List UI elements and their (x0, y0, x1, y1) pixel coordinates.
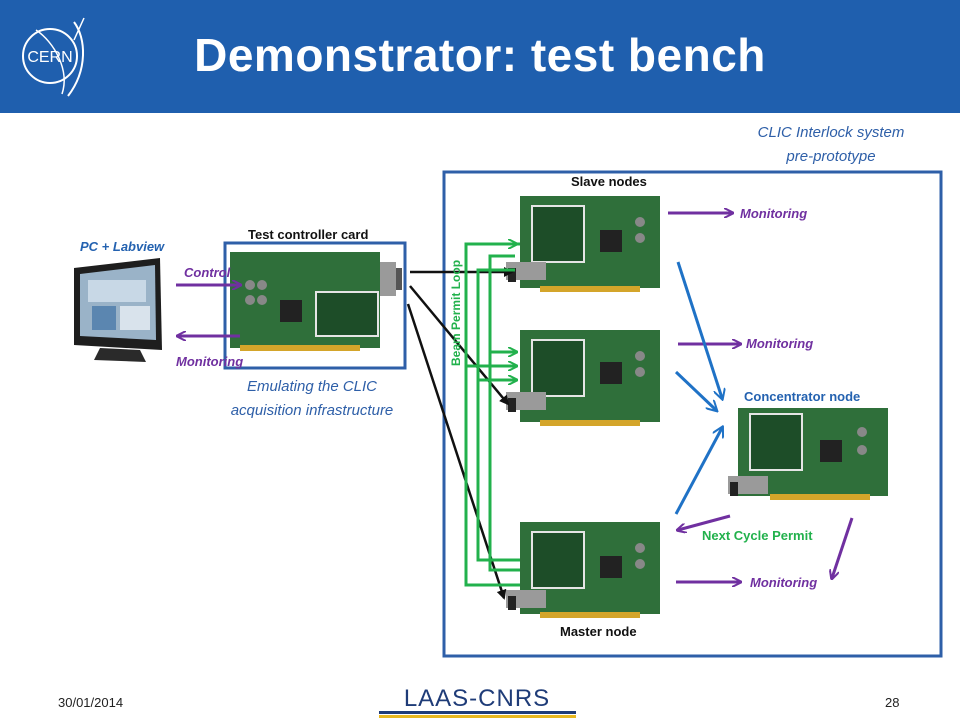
monitoring-label-3: Monitoring (750, 575, 817, 590)
slide-title: Demonstrator: test bench (194, 29, 766, 81)
page-number: 28 (885, 695, 900, 710)
slave-nodes-label: Slave nodes (571, 174, 647, 189)
interlock-caption-line-1: CLIC Interlock system (758, 124, 905, 141)
beam-permit-loop (464, 244, 520, 587)
monitoring-pc-label: Monitoring (176, 354, 243, 369)
interlock-caption-line-2: pre-prototype (785, 148, 875, 165)
slide-date: 30/01/2014 (58, 695, 124, 710)
beam-permit-loop-label: Beam Permit Loop (449, 260, 463, 366)
pc-monitor-icon (74, 258, 162, 362)
next-cycle-permit-label: Next Cycle Permit (702, 528, 813, 543)
test-controller-label: Test controller card (248, 227, 368, 242)
concentrator-node-card (728, 408, 888, 500)
slave-1-to-concentrator-arrow (676, 261, 722, 398)
emulating-caption-line-2: acquisition infrastructure (231, 402, 394, 419)
pc-label: PC + Labview (80, 239, 165, 254)
slave-node-card-1 (506, 196, 660, 292)
title-bar: CERN Demonstrator: test bench (0, 0, 960, 113)
laas-cnrs-logo-text: LAAS-CNRS (404, 685, 550, 712)
concentrator-monitoring-arrow (832, 517, 854, 578)
controller-to-master-arrow (406, 303, 507, 600)
slave-node-card-2 (506, 330, 660, 426)
test-controller-card-image (223, 241, 407, 370)
cern-logo-text: CERN (27, 49, 72, 66)
concentrator-node-label: Concentrator node (744, 389, 860, 404)
monitoring-label-1: Monitoring (740, 206, 807, 221)
next-cycle-arrow (678, 514, 731, 530)
control-label: Control (184, 265, 231, 280)
laas-cnrs-logo: LAAS-CNRS (379, 685, 576, 718)
cern-logo: CERN (22, 17, 85, 97)
monitoring-label-2: Monitoring (746, 336, 813, 351)
master-to-concentrator-arrow (674, 428, 722, 515)
master-node-label: Master node (560, 624, 637, 639)
controller-to-slave-2-arrow (409, 285, 510, 406)
emulating-caption-line-1: Emulating the CLIC (247, 378, 377, 395)
slave-2-to-concentrator-arrow (674, 370, 716, 410)
master-node-card (506, 522, 660, 618)
